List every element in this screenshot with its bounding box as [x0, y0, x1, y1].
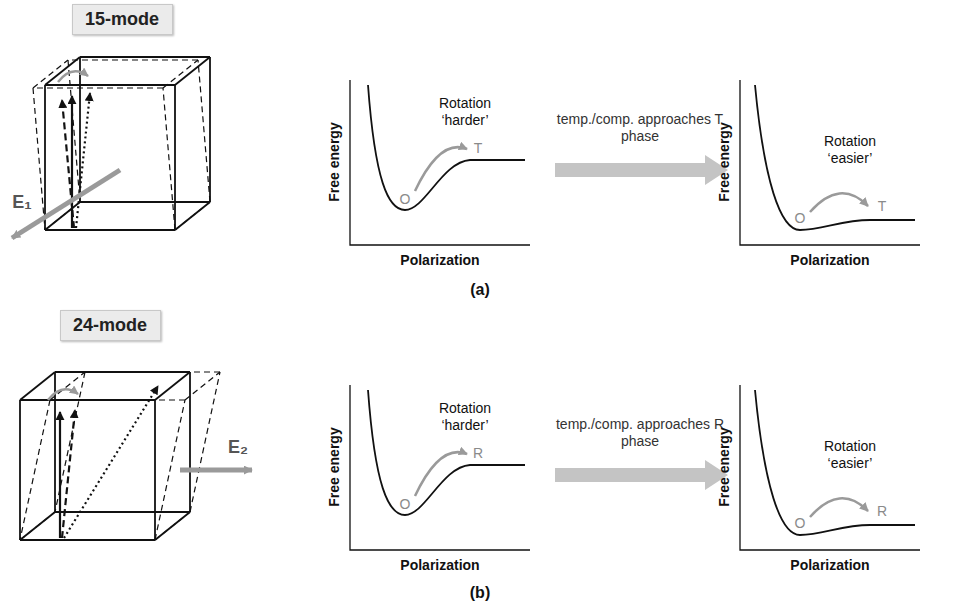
plot-axes: [740, 80, 920, 245]
cube-edge: [175, 57, 210, 85]
axis-label: Free energy: [326, 122, 343, 201]
polarization-arrow: [71, 96, 73, 228]
plot-axes: [350, 385, 530, 550]
plot-note: Rotation ‘easier’: [810, 438, 890, 472]
cube-edge: [45, 229, 175, 230]
energy-curve: [368, 390, 525, 515]
polarization-arrow: [62, 410, 75, 538]
rotation-arrow: [810, 193, 868, 212]
cube-edge: [68, 59, 198, 60]
field-arrow: [180, 468, 252, 473]
rotation-arrow: [58, 71, 88, 82]
cube-edge: [155, 372, 190, 400]
cube-edge: [55, 371, 190, 373]
cube-edge: [80, 56, 210, 58]
transition-arrow: [555, 155, 728, 185]
mode-name: 24-mode: [73, 315, 148, 336]
plot-note: Rotation ‘harder’: [425, 400, 505, 434]
sheared-cube: [20, 372, 220, 540]
polarization-arrow: [62, 100, 74, 228]
cube-edge: [55, 511, 190, 513]
cube-edge: [33, 88, 45, 230]
state-label: O: [795, 515, 806, 532]
polarization-arrow: [64, 386, 158, 538]
axis-label: Free energy: [716, 122, 733, 201]
state-label: T: [474, 140, 483, 157]
panel-label: (a): [470, 280, 490, 299]
energy-plot: [350, 80, 530, 245]
mode-tag: 15-mode: [72, 4, 173, 35]
cube-edge: [20, 539, 155, 540]
energy-curve: [755, 390, 915, 535]
cube-edge: [19, 400, 21, 540]
state-label: O: [795, 210, 806, 227]
cube-edge: [189, 372, 191, 512]
plot-note: Rotation ‘harder’: [425, 95, 505, 129]
cube-edge: [20, 399, 155, 401]
transition-label: temp./comp. approaches R phase: [553, 416, 728, 450]
cube-edge: [163, 88, 175, 230]
axis-label: Free energy: [716, 427, 733, 506]
cube-edge: [174, 85, 176, 230]
state-label: O: [400, 191, 411, 208]
reference-cube: [20, 372, 190, 540]
cube-edge: [45, 84, 175, 86]
rotation-arrow: [810, 498, 868, 517]
cube-edge: [155, 512, 190, 540]
energy-plot: [350, 385, 530, 550]
rotation-arrow: [415, 147, 467, 191]
cube-edge: [20, 512, 55, 540]
field-label: E₁: [12, 192, 31, 214]
plot-note: Rotation ‘easier’: [810, 133, 890, 167]
energy-plot: [740, 385, 920, 550]
cube-edge: [80, 201, 210, 203]
polarization-arrow: [59, 412, 61, 538]
polarization-arrow: [76, 93, 90, 228]
cube-edge: [79, 57, 81, 202]
cube-edge: [45, 229, 175, 231]
energy-curve: [755, 85, 915, 230]
state-label: T: [878, 198, 887, 215]
cube-edge: [80, 201, 210, 202]
cube-edge: [55, 511, 190, 512]
cube-edge: [154, 400, 156, 540]
cube-edge: [20, 539, 155, 541]
rotation-arrow: [48, 389, 78, 400]
rotation-arrow: [415, 452, 467, 496]
axis-label: Polarization: [400, 252, 479, 269]
axis-label: Polarization: [790, 557, 869, 574]
transition-label: temp./comp. approaches T phase: [553, 111, 728, 145]
cube-edge: [20, 512, 55, 540]
field-label: E₂: [228, 437, 248, 459]
cube-edge: [175, 202, 210, 230]
mode-tag: 24-mode: [60, 310, 161, 341]
cube-edge: [20, 372, 55, 400]
panel-label: (b): [470, 583, 490, 602]
mode-name: 15-mode: [85, 9, 160, 30]
cube-edge: [33, 87, 163, 88]
cube-edge: [175, 202, 210, 230]
field-arrow: [12, 170, 120, 238]
cube-edge: [198, 60, 210, 202]
energy-curve: [368, 85, 525, 210]
plot-axes: [350, 80, 530, 245]
axis-label: Polarization: [400, 557, 479, 574]
sheared-cube: [33, 60, 210, 230]
state-label: O: [400, 496, 411, 513]
cube-edge: [44, 85, 46, 230]
cube-edge: [163, 60, 198, 88]
transition-arrow: [555, 460, 728, 490]
axis-label: Polarization: [790, 252, 869, 269]
energy-plot: [740, 80, 920, 245]
state-label: R: [473, 445, 483, 462]
cube-edge: [209, 57, 211, 202]
state-label: R: [877, 503, 887, 520]
cube-edge: [155, 512, 190, 540]
axis-label: Free energy: [326, 427, 343, 506]
plot-axes: [740, 385, 920, 550]
cube-edge: [33, 60, 68, 88]
